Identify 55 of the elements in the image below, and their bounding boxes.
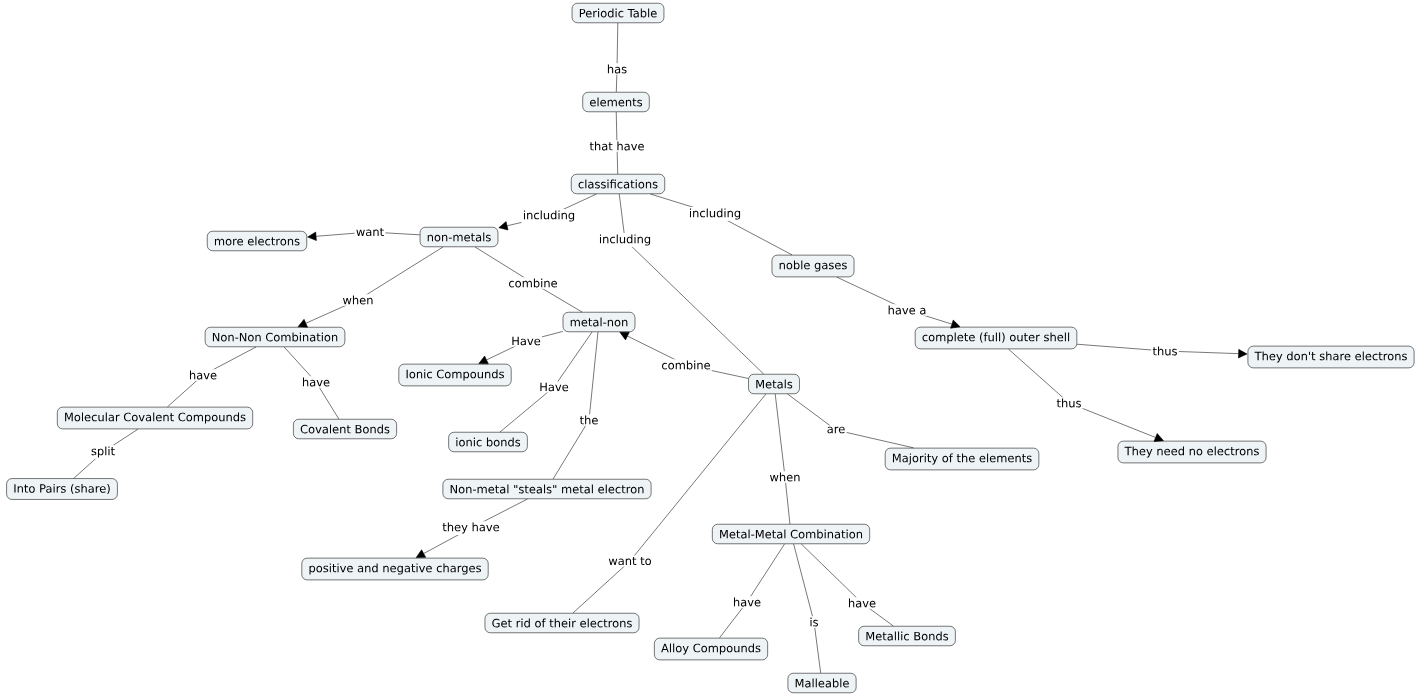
edge-label: the [578, 414, 600, 426]
edge-label: that have [588, 140, 646, 152]
connector-arrow [415, 498, 528, 558]
edge-label: Have [537, 381, 571, 393]
concept-box: Into Pairs (share) [6, 478, 118, 500]
concept-box: non-metals [419, 226, 499, 248]
concept-box: Alloy Compounds [654, 637, 768, 661]
concept-box: They don't share electrons [1247, 345, 1415, 369]
edge-label: when [341, 294, 375, 306]
concept-box: Periodic Table [571, 2, 665, 24]
edge-label: have [300, 376, 332, 388]
edge-label: have [187, 369, 219, 381]
concept-box: Metals [748, 373, 800, 395]
edge-label: has [605, 63, 629, 75]
concept-box: Molecular Covalent Compounds [57, 406, 253, 430]
concept-box: Majority of the elements [884, 447, 1040, 471]
edge-label: thus [1055, 397, 1083, 409]
concept-box: complete (full) outer shell [914, 326, 1078, 350]
edge-label: including [597, 233, 653, 247]
edge-label: including [521, 209, 577, 223]
concept-box: elements [582, 91, 650, 113]
edge-label: have [731, 596, 763, 608]
concept-box: Malleable [787, 672, 857, 694]
edge-label: combine [660, 359, 712, 371]
concept-box: Covalent Bonds [293, 418, 397, 440]
connector-arrow [1076, 343, 1248, 359]
edge-label: want [354, 226, 386, 238]
edge-label: have a [886, 304, 928, 316]
connector-arrow [836, 276, 961, 329]
concept-box: noble gases [771, 254, 855, 278]
edge-label: want to [607, 555, 653, 567]
edge-label: Have [509, 335, 543, 347]
edge-label: they have [441, 521, 502, 535]
concept-box: more electrons [207, 230, 307, 252]
edge-label: is [808, 616, 820, 628]
concept-box: Non-Non Combination [204, 326, 346, 348]
concept-box: ionic bonds [448, 431, 528, 453]
edge-label: including [687, 207, 743, 221]
concept-box: Metallic Bonds [858, 625, 956, 647]
concept-box: positive and negative charges [301, 557, 489, 581]
concept-box: Non-metal "steals" metal electron [442, 478, 652, 500]
concept-box: Ionic Compounds [398, 363, 512, 387]
concept-box: classifications [571, 173, 665, 195]
concept-box: metal-non [562, 311, 636, 333]
edge-label: when [768, 471, 802, 483]
concept-box: Metal-Metal Combination [712, 523, 870, 545]
edge-label: combine [507, 277, 559, 289]
connector-arrow [1008, 348, 1164, 442]
edge-label: are [825, 425, 847, 435]
edge-label: thus [1151, 345, 1179, 357]
connector-arrow [297, 246, 444, 328]
edge-label: split [89, 445, 117, 459]
concept-box: They need no electrons [1117, 440, 1267, 464]
edge-label: have [846, 597, 878, 609]
concept-box: Get rid of their electrons [484, 612, 640, 634]
